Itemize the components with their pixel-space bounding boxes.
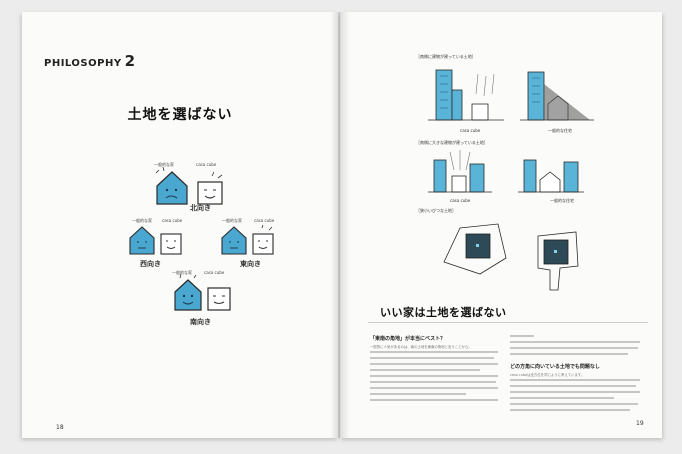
body-line [510, 397, 614, 399]
label-cube-house-east: casa cube [254, 218, 275, 223]
body-line [370, 357, 494, 359]
label-generic-house-west: 一般的な家 [132, 218, 152, 223]
label-cube-house-north: casa cube [196, 162, 217, 167]
direction-east: 東向き [240, 260, 261, 268]
label-cube-house-west: casa cube [162, 218, 183, 223]
body-line [370, 369, 480, 371]
body-line [370, 387, 498, 389]
scene-caption-2: ［南側に大きな建物が建っている土地］ [416, 140, 488, 145]
body-line [510, 391, 640, 393]
right-page: ［南側に建物が建っている土地］ casa cube 一般的な住宅 ［南側に大きな… [340, 12, 662, 438]
body-line [510, 341, 640, 343]
body-line [510, 347, 638, 349]
section-number: 2 [124, 52, 136, 70]
scene-1-cube-label: casa cube [460, 128, 481, 133]
body-text-2: casa cubeは全方位を同じように考えています。 [510, 373, 585, 377]
house-pair-north-illustration [155, 166, 223, 205]
right-section-title: いい家は土地を選ばない [380, 306, 507, 319]
scene-irregular-lot-illustration [443, 223, 579, 291]
body-line [370, 381, 496, 383]
page-title: 土地を選ばない [127, 107, 233, 123]
body-line [370, 351, 498, 353]
label-generic-house-south: 一般的な家 [172, 270, 192, 275]
scene-2-cube-label: casa cube [450, 198, 471, 203]
section-label-text: PHILOSOPHY [44, 58, 122, 69]
scene-1-generic-label: 一般的な住宅 [548, 128, 572, 133]
subheading-1: 「東南の角地」が本当にベスト？ [370, 336, 446, 342]
book-gutter [330, 12, 350, 438]
page-number-left: 18 [56, 424, 64, 431]
page-number-right: 19 [636, 420, 644, 427]
scene-caption-1: ［南側に建物が建っている土地］ [416, 54, 476, 59]
title-rule [368, 322, 648, 323]
scene-south-building-illustration [428, 69, 594, 121]
label-cube-house-south: casa cube [204, 270, 225, 275]
label-generic-house-east: 一般的な家 [222, 218, 242, 223]
scene-large-south-building-illustration [428, 150, 584, 193]
body-line [510, 403, 638, 405]
direction-north: 北向き [190, 204, 211, 212]
body-line [510, 335, 534, 337]
direction-west: 西向き [140, 260, 161, 268]
body-line [510, 409, 630, 411]
house-pair-west-illustration [129, 226, 182, 255]
subheading-2: どの方角に向いている土地でも問題なし [510, 364, 600, 370]
house-pair-south-illustration [174, 273, 231, 311]
body-line [510, 379, 640, 381]
body-text-1: 一般的に人気があるのは、南の土地を東南の角地と言うことから。 [370, 345, 472, 349]
body-line [510, 385, 636, 387]
body-line [510, 353, 628, 355]
scene-2-generic-label: 一般的な住宅 [550, 198, 574, 203]
label-generic-house-north: 一般的な家 [154, 162, 174, 167]
body-line [370, 363, 498, 365]
body-line [370, 399, 498, 401]
body-line [370, 393, 466, 395]
scene-caption-3: ［狭小いびつな土地］ [416, 208, 456, 213]
body-line [370, 375, 498, 377]
direction-south: 南向き [190, 318, 211, 326]
house-pair-east-illustration [221, 224, 274, 255]
